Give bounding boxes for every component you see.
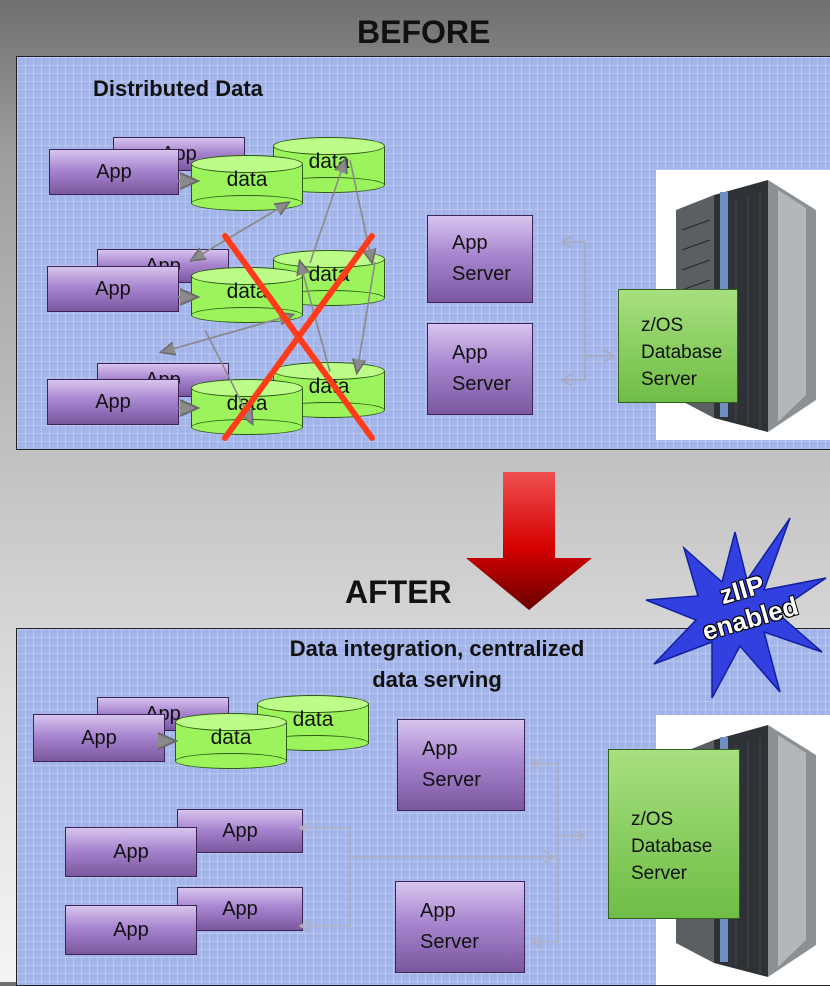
data-cylinder: data — [191, 379, 303, 435]
app-server-box: App Server — [427, 215, 533, 303]
after-panel-title: Data integration, centralized data servi… — [289, 636, 585, 692]
zos-database-server: z/OS Database Server — [618, 289, 738, 403]
before-heading: BEFORE — [357, 14, 491, 50]
app-box: App — [65, 905, 197, 955]
app-box: App — [47, 266, 179, 312]
app-box: App — [177, 809, 303, 853]
app-box: App — [177, 887, 303, 931]
app-server-box: App Server — [397, 719, 525, 811]
data-cylinder: data — [191, 267, 303, 323]
star-badge-icon — [645, 517, 827, 699]
app-box: App — [65, 827, 197, 877]
before-panel-title: Distributed Data — [93, 76, 263, 101]
app-server-box: App Server — [427, 323, 533, 415]
app-box: App — [47, 379, 179, 425]
data-cylinder: data — [175, 713, 287, 769]
after-heading: AFTER — [345, 574, 452, 610]
app-box: App — [33, 714, 165, 762]
zos-database-server: z/OS Database Server — [608, 749, 740, 919]
after-panel: Data integration, centralized data servi… — [16, 628, 830, 986]
before-panel: Distributed Data App App App App App App… — [16, 56, 830, 450]
down-arrow-icon — [466, 472, 592, 610]
data-cylinder: data — [191, 155, 303, 211]
app-server-box: App Server — [395, 881, 525, 973]
app-box: App — [49, 149, 179, 195]
